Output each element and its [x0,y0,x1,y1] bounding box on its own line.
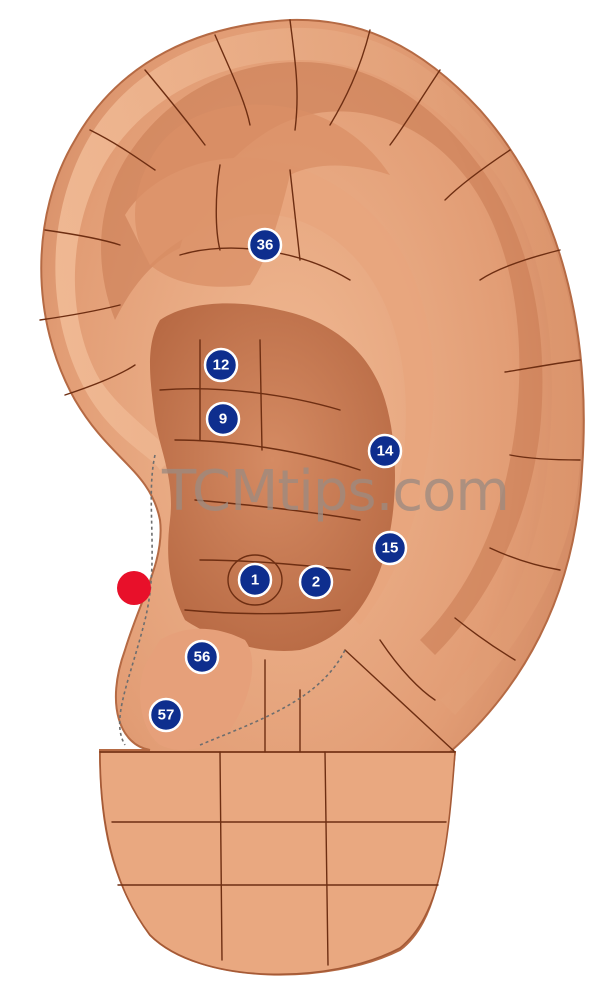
acupoint-9-circle [205,401,241,437]
acupoint-56-label: 56 [194,649,211,666]
triangular-fossa [135,104,390,287]
acupoint-14-circle [367,433,403,469]
acupoint-57[interactable]: 57 [148,697,184,733]
acupoint-36-label: 36 [257,237,274,254]
red-marker-dot[interactable] [117,571,151,605]
acupoint-15-label: 15 [382,540,399,557]
acupoint-9-label: 9 [219,411,227,428]
acupoint-2-label: 2 [312,574,320,591]
acupoint-14-label: 14 [377,443,394,460]
acupoint-36-circle [247,227,283,263]
acupoint-1[interactable]: 1 [227,554,283,606]
acupoint-9[interactable]: 9 [205,401,241,437]
zone-lines [39,19,581,966]
acupoint-1-ring [227,554,283,606]
acupoint-12-label: 12 [213,357,230,374]
acupoint-2-circle [298,564,334,600]
acupoint-12-circle [203,347,239,383]
dotted-outline [118,454,346,746]
watermark-text: TCMtips.com [161,459,509,524]
acupoint-14[interactable]: 14 [367,433,403,469]
acupoint-56-circle [184,639,220,675]
acupoint-57-circle [148,697,184,733]
acupoint-15-circle [372,530,408,566]
acupoint-36[interactable]: 36 [247,227,283,263]
acupoint-57-label: 57 [158,707,175,724]
acupoint-1-label: 1 [251,572,259,589]
acupoint-2[interactable]: 2 [298,564,334,600]
ear-lobe [99,751,456,976]
acupoint-1-circle [237,562,273,598]
acupoint-15[interactable]: 15 [372,530,408,566]
concha [150,303,396,651]
acupoint-12[interactable]: 12 [203,347,239,383]
acupoint-56[interactable]: 56 [184,639,220,675]
